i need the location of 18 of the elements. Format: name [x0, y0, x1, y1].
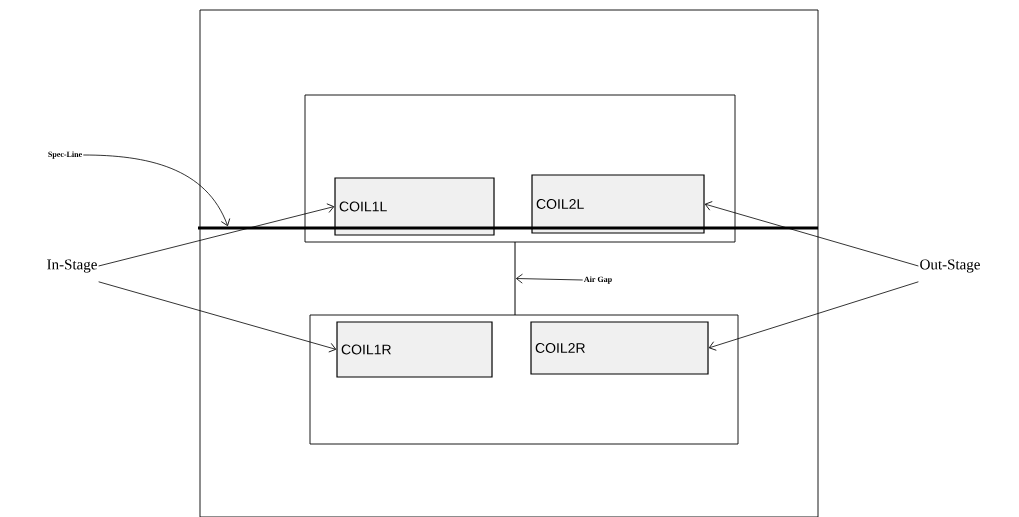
arrow: [516, 273, 584, 284]
coil-box: COIL2L: [531, 174, 705, 234]
air-gap-line: [514, 242, 516, 315]
callout-label: Spec-Line: [48, 151, 82, 159]
callout-label: In-Stage: [47, 259, 97, 273]
arrow: [98, 281, 337, 353]
stator-box: [309, 314, 739, 445]
callout-label: Out-Stage: [920, 259, 980, 273]
arrow: [82, 154, 231, 227]
coil-box: COIL2R: [530, 321, 709, 375]
arrow: [704, 201, 919, 267]
arrow: [708, 281, 919, 351]
arrow: [98, 203, 335, 267]
callout-label: Air Gap: [584, 276, 612, 284]
coil-box: COIL1R: [336, 321, 493, 378]
frame-box: [199, 9, 819, 517]
coil-box: COIL1L: [334, 177, 495, 236]
stator-box: [304, 94, 736, 243]
